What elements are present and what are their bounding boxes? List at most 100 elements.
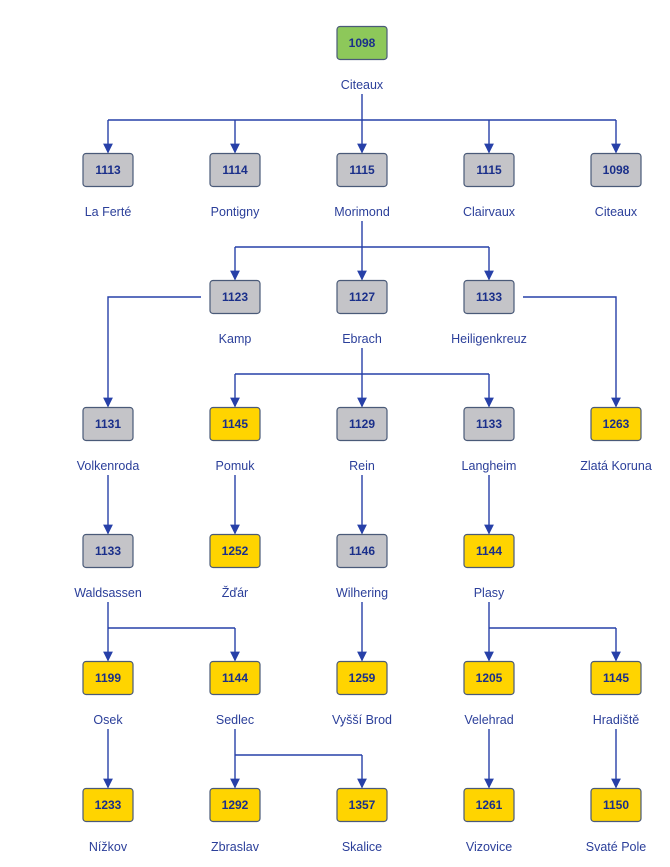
node-label: Waldsassen xyxy=(74,586,142,600)
node-year: 1145 xyxy=(222,417,248,431)
node-year: 1115 xyxy=(349,163,375,177)
node-box xyxy=(82,533,134,569)
node-label: Svaté Pole xyxy=(586,840,647,854)
node-label: Velehrad xyxy=(464,713,513,727)
node-box xyxy=(209,152,261,188)
node-box xyxy=(336,406,388,442)
node-year: 1263 xyxy=(603,417,630,431)
node-box xyxy=(590,406,642,442)
node-box xyxy=(590,787,642,823)
node-year: 1146 xyxy=(349,544,375,558)
node-year: 1357 xyxy=(349,798,376,812)
node-box xyxy=(336,533,388,569)
node-label: Hradiště xyxy=(593,713,640,727)
node-year: 1261 xyxy=(476,798,503,812)
node-label: Ebrach xyxy=(342,332,382,346)
connector-line xyxy=(103,296,201,408)
node-box xyxy=(82,406,134,442)
node-box xyxy=(336,25,388,61)
node-label: Plasy xyxy=(474,586,505,600)
node-label: Vizovice xyxy=(466,840,512,854)
node-year: 1133 xyxy=(95,544,121,558)
node-year: 1129 xyxy=(349,417,375,431)
node-year: 1259 xyxy=(349,671,376,685)
node-label: Nížkov xyxy=(89,840,128,854)
node-label: La Ferté xyxy=(85,205,132,219)
node-year: 1252 xyxy=(222,544,249,558)
node-year: 1115 xyxy=(476,163,502,177)
node-box xyxy=(336,660,388,696)
node-box xyxy=(463,533,515,569)
connector-line xyxy=(523,296,621,408)
node-year: 1114 xyxy=(222,163,248,177)
node-label: Vyšší Brod xyxy=(332,713,392,727)
node-year: 1133 xyxy=(476,417,502,431)
node-box xyxy=(590,660,642,696)
node-year: 1205 xyxy=(476,671,503,685)
node-label: Citeaux xyxy=(341,78,384,92)
node-box xyxy=(336,279,388,315)
node-label: Rein xyxy=(349,459,375,473)
node-box xyxy=(209,787,261,823)
node-year: 1144 xyxy=(476,544,502,558)
node-box xyxy=(82,787,134,823)
node-label: Žďár xyxy=(222,585,248,600)
node-label: Wilhering xyxy=(336,586,388,600)
node-label: Clairvaux xyxy=(463,205,516,219)
node-year: 1150 xyxy=(603,798,629,812)
node-box xyxy=(209,660,261,696)
node-year: 1292 xyxy=(222,798,249,812)
node-year: 1127 xyxy=(349,290,375,304)
node-box xyxy=(209,533,261,569)
node-box xyxy=(463,152,515,188)
node-box xyxy=(590,152,642,188)
node-box xyxy=(336,152,388,188)
connectors xyxy=(103,94,621,789)
node-box xyxy=(209,406,261,442)
node-box xyxy=(82,152,134,188)
node-year: 1145 xyxy=(603,671,629,685)
node-year: 1098 xyxy=(603,163,630,177)
node-box xyxy=(82,660,134,696)
node-label: Zbraslav xyxy=(211,840,260,854)
node-box xyxy=(209,279,261,315)
node-label: Langheim xyxy=(462,459,517,473)
node-label: Sedlec xyxy=(216,713,254,727)
node-label: Kamp xyxy=(219,332,252,346)
node-year: 1199 xyxy=(95,671,121,685)
node-label: Morimond xyxy=(334,205,390,219)
node-label: Zlatá Koruna xyxy=(580,459,652,473)
node-year: 1123 xyxy=(222,290,248,304)
node-label: Skalice xyxy=(342,840,382,854)
node-box xyxy=(463,406,515,442)
node-label: Pomuk xyxy=(216,459,256,473)
node-year: 1144 xyxy=(222,671,248,685)
node-box xyxy=(463,660,515,696)
node-year: 1131 xyxy=(95,417,121,431)
node-label: Osek xyxy=(93,713,123,727)
